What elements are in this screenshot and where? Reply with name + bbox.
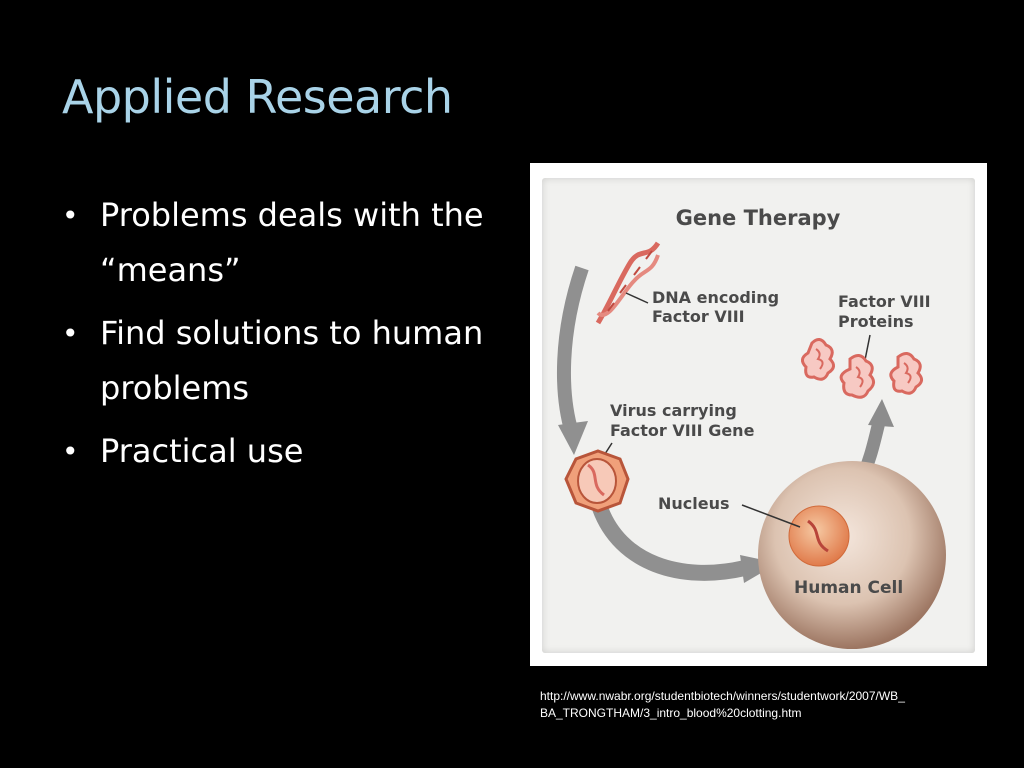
gene-therapy-diagram: Gene Therapy DNA encoding Factor VIII Fa… [556, 206, 946, 649]
arrow-virus-to-cell [592, 504, 747, 581]
protein-blob-icon [839, 354, 875, 399]
gene-therapy-figure: Gene Therapy DNA encoding Factor VIII Fa… [530, 163, 987, 666]
nucleus-icon [788, 505, 850, 567]
bullet-item: • Practical use [58, 424, 498, 479]
human-cell-icon [758, 461, 946, 649]
arrow-head-icon [868, 399, 894, 427]
arrow-dna-to-virus [556, 265, 589, 436]
bullet-text: Practical use [100, 432, 304, 470]
source-url-line2: BA_TRONGTHAM/3_intro_blood%20clotting.ht… [540, 706, 802, 720]
bullet-text: Find solutions to human problems [100, 314, 484, 407]
bullet-list: • Problems deals with the “means” • Find… [58, 188, 498, 487]
label-human-cell: Human Cell [794, 578, 903, 598]
bullet-item: • Problems deals with the “means” [58, 188, 498, 298]
source-citation: http://www.nwabr.org/studentbiotech/winn… [540, 688, 980, 722]
bullet-dot-icon: • [62, 317, 79, 350]
label-dna-line1: DNA encoding [652, 288, 779, 307]
label-proteins-line2: Proteins [838, 312, 914, 331]
arrow-head-icon [558, 421, 588, 455]
slide-title: Applied Research [62, 70, 453, 124]
figure-title: Gene Therapy [676, 206, 841, 230]
label-virus-line1: Virus carrying [610, 401, 737, 420]
source-url-line1: http://www.nwabr.org/studentbiotech/winn… [540, 689, 905, 703]
label-proteins-line1: Factor VIII [838, 292, 931, 311]
protein-blob-icon [801, 338, 835, 381]
bullet-dot-icon: • [62, 435, 79, 468]
protein-blob-icon [889, 352, 923, 395]
dna-helix-icon [595, 241, 661, 325]
bullet-item: • Find solutions to human problems [58, 306, 498, 416]
label-virus-line2: Factor VIII Gene [610, 421, 755, 440]
virus-icon [564, 449, 630, 513]
bullet-text: Problems deals with the “means” [100, 196, 484, 289]
bullet-dot-icon: • [62, 199, 79, 232]
label-nucleus: Nucleus [658, 494, 730, 513]
label-dna-line2: Factor VIII [652, 307, 745, 326]
